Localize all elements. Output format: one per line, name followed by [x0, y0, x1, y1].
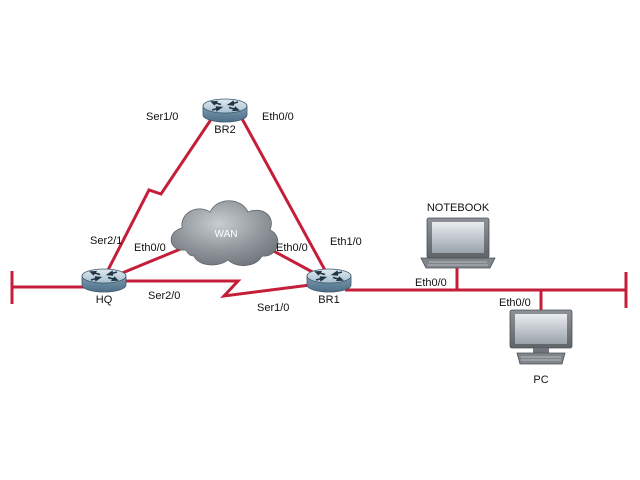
wan-label: WAN [215, 229, 238, 240]
router-br2-label: BR2 [214, 124, 235, 136]
router-br2[interactable]: BR2 [202, 98, 248, 136]
pc-eth0-0-label: Eth0/0 [499, 297, 531, 309]
notebook-label: NOTEBOOK [427, 202, 490, 214]
wan-cloud: WAN [170, 200, 279, 266]
hq-wan-link [114, 246, 184, 278]
br1-eth1-0-label: Eth1/0 [330, 236, 362, 248]
br1-wan-link [267, 246, 319, 277]
desktop-pc-icon [509, 309, 573, 365]
notebook-device[interactable]: NOTEBOOK [420, 202, 496, 269]
notebook-eth0-0-label: Eth0/0 [415, 277, 447, 289]
br1-eth0-0-label: Eth0/0 [276, 242, 308, 254]
hq-ser2-1-label: Ser2/1 [90, 235, 122, 247]
laptop-icon [420, 217, 496, 269]
router-icon [306, 268, 352, 293]
hq-br1-serial-link [118, 279, 319, 299]
br1-ser1-0-label: Ser1/0 [257, 302, 289, 314]
cloud-icon [170, 200, 279, 266]
router-br1[interactable]: BR1 [306, 268, 352, 306]
router-br1-label: BR1 [318, 294, 339, 306]
br2-hq-serial-link [106, 117, 214, 271]
pc-label: PC [533, 374, 548, 386]
router-icon [202, 98, 248, 123]
router-hq[interactable]: HQ [81, 268, 127, 306]
hq-ser2-0-label: Ser2/0 [148, 290, 180, 302]
hq-eth0-0-label: Eth0/0 [134, 242, 166, 254]
router-hq-label: HQ [96, 294, 113, 306]
br2-br1-link [238, 114, 328, 273]
br2-eth0-0-label: Eth0/0 [262, 111, 294, 123]
br2-ser1-0-label: Ser1/0 [146, 111, 178, 123]
pc-device[interactable]: PC [509, 309, 573, 386]
router-icon [81, 268, 127, 293]
